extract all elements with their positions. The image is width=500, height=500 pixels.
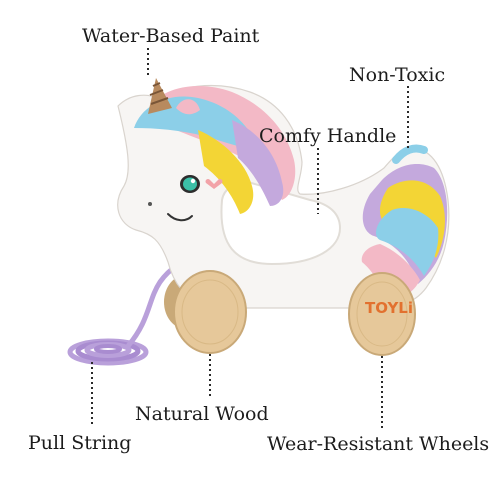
unicorn-face (148, 175, 223, 222)
front-wheel-right (348, 272, 416, 356)
svg-text:TOYLi: TOYLi (365, 299, 413, 317)
label-pull-string: Pull String (28, 432, 132, 454)
label-natural-wood: Natural Wood (135, 403, 269, 425)
unicorn-horn (148, 78, 172, 114)
callout-lines (91, 48, 409, 428)
front-wheel-left (173, 270, 247, 354)
label-non-toxic: Non-Toxic (349, 64, 446, 86)
toyli-logo: TOYLi (365, 299, 413, 317)
label-water-based-paint: Water-Based Paint (82, 25, 260, 47)
label-comfy-handle: Comfy Handle (259, 125, 397, 147)
unicorn-tail (361, 144, 448, 302)
label-wear-resistant-wheels: Wear-Resistant Wheels (267, 433, 490, 455)
unicorn-ear (176, 99, 200, 115)
